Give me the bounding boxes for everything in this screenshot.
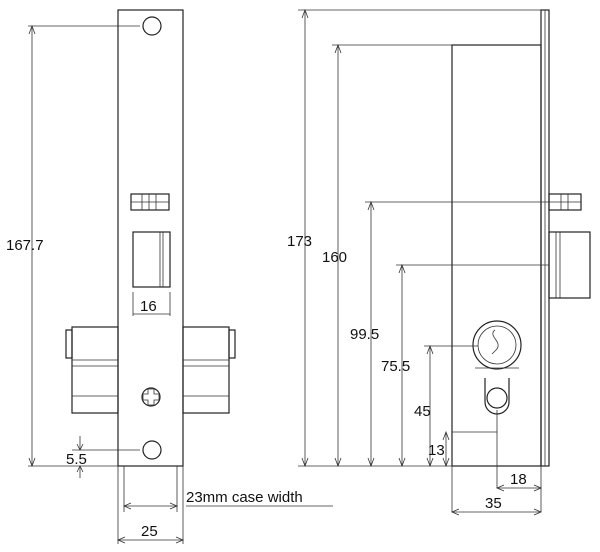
dim-cylinder-45: 45 — [414, 344, 478, 468]
dim-height-label: 167.7 — [6, 237, 44, 254]
dim-total-label: 173 — [287, 233, 312, 250]
bottom-screw-hole — [142, 440, 162, 460]
dim-offset-label: 5.5 — [66, 451, 87, 468]
deadbolt-opening — [132, 231, 171, 288]
dim-bottom-13: 13 — [428, 430, 450, 468]
dim-faceplate-label: 25 — [141, 523, 158, 540]
dim-opening-label: 16 — [140, 298, 157, 315]
top-screw-hole — [142, 16, 162, 36]
dim-backset-label: 35 — [485, 495, 502, 512]
dead-bolt — [548, 231, 591, 299]
dim-bolt-75-5: 75.5 — [381, 263, 549, 468]
dim-bolt-label: 75.5 — [381, 358, 410, 375]
cylinder-body — [65, 326, 236, 414]
latch-slot — [130, 193, 170, 211]
latch-bolt — [548, 193, 582, 211]
lock-case — [451, 44, 542, 467]
dim-offset-18: 18 — [495, 471, 543, 492]
dim-case-label: 160 — [322, 249, 347, 266]
dim-cylinder-label: 45 — [414, 403, 431, 420]
dim-case-width-label: 23mm case width — [186, 489, 303, 506]
keyhole-icon — [472, 320, 522, 415]
front-view: 16 167.7 — [6, 9, 333, 544]
dim-case-width: 23mm case width — [122, 484, 333, 512]
dim-total-173: 173 — [287, 8, 541, 468]
dim-backset-35: 35 — [450, 495, 543, 516]
cross-screw-icon — [141, 387, 161, 407]
dim-faceplate-25: 25 — [116, 466, 185, 544]
side-view: 173 160 99.5 75.5 — [287, 8, 591, 516]
dim-case-160: 160 — [322, 43, 452, 468]
faceplate — [117, 9, 184, 467]
dim-bottom-label: 13 — [428, 442, 445, 459]
dim-opening-16: 16 — [132, 292, 171, 316]
dim-cylinder-offset-label: 18 — [510, 471, 527, 488]
dim-height-167-7: 167.7 — [6, 24, 140, 468]
dim-latch-label: 99.5 — [350, 326, 379, 343]
dim-offset-5-5: 5.5 — [66, 436, 140, 478]
dim-latch-99-5: 99.5 — [350, 200, 549, 468]
